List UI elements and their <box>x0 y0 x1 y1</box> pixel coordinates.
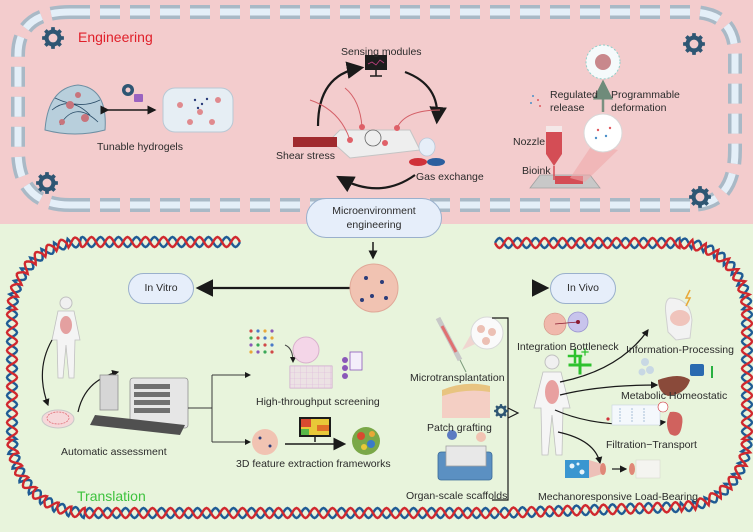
human-body-icon <box>51 296 81 379</box>
patient-body-icon <box>533 354 571 456</box>
high-throughput-screening-label: High-throughput screening <box>256 396 380 408</box>
sample-dot <box>256 336 260 340</box>
dna-strand <box>5 235 501 520</box>
sample-dot <box>270 343 274 347</box>
sample-dot <box>263 329 267 333</box>
tuning-gear-icon <box>122 84 143 102</box>
microenvironment-engineering-pill: Microenvironment engineering <box>306 198 442 238</box>
shear-stress-label: Shear stress <box>276 150 335 162</box>
sample-arrow <box>41 339 53 407</box>
small-gear-icon <box>494 404 508 418</box>
sample-dot <box>249 350 253 354</box>
programmable-deformation-label: Programmable deformation <box>611 89 680 114</box>
bioprinting-icon <box>529 44 623 189</box>
engineering-title: Engineering <box>78 29 153 45</box>
hydrogel-disc-icon <box>162 87 234 133</box>
gear-icon <box>36 172 58 194</box>
sample-dot <box>249 343 253 347</box>
liver-icon <box>638 358 713 396</box>
dna-strand <box>5 235 501 520</box>
feature-extraction-icon <box>252 417 380 455</box>
assay-arrow <box>77 369 120 413</box>
automatic-assessment-label: Automatic assessment <box>61 446 167 458</box>
sample-dot <box>263 350 267 354</box>
organ-scale-scaffolds-label: Organ-scale scaffolds <box>406 490 508 502</box>
sample-dot <box>256 350 260 354</box>
integration-cells-icon <box>543 311 589 336</box>
sample-dot <box>270 329 274 333</box>
sample-dot <box>263 343 267 347</box>
mechanoresponsive-load-bearing-label: Mechanoresponsive Load-Bearing <box>538 491 698 503</box>
3d-feature-extraction-label: 3D feature extraction frameworks <box>236 458 391 470</box>
gear-icon <box>689 186 711 208</box>
sample-dot <box>256 343 260 347</box>
metabolic-homeostatic-label: Metabolic Homeostatic <box>621 390 728 402</box>
in-vivo-pill: In Vivo <box>550 273 616 304</box>
patch-grafting-label: Patch grafting <box>427 422 492 434</box>
automation-machine-icon <box>90 374 189 435</box>
bracket <box>492 317 509 501</box>
microtransplantation-label: Microtransplantation <box>410 372 505 384</box>
to-brain-arrow <box>559 329 649 383</box>
filtration-transport-label: Filtration−Transport <box>606 439 697 451</box>
in-vitro-pill: In Vitro <box>128 273 194 304</box>
sample-dot <box>270 350 274 354</box>
plus-signs-icon <box>567 348 592 375</box>
sample-dot <box>249 336 253 340</box>
sample-dot <box>249 329 253 333</box>
dna-helix-border <box>5 235 753 520</box>
sample-dot <box>270 336 274 340</box>
integration-bottleneck-label: Integration Bottleneck <box>517 341 619 353</box>
to-liver-arrow <box>559 381 659 396</box>
dna-strand <box>493 236 753 519</box>
regulated-release-label: Regulated release <box>550 89 598 114</box>
kidney-filtration-icon <box>606 401 683 436</box>
gear-icons <box>36 27 711 208</box>
skin-patch-icon <box>442 383 490 418</box>
organoid-sphere-icon <box>349 263 399 313</box>
bracket-point <box>507 407 520 419</box>
sample-dot <box>263 336 267 340</box>
head-brain-icon <box>665 289 693 341</box>
dna-strand <box>493 236 753 520</box>
gear-icon <box>683 33 705 55</box>
sample-dot <box>256 329 260 333</box>
nozzle-label: Nozzle <box>513 136 546 148</box>
mechanoresponsive-icon <box>565 459 661 479</box>
organ-chip-cycle <box>293 55 447 193</box>
hts-plate-icon <box>249 329 363 389</box>
hydrogel-dome-icon <box>44 84 106 135</box>
tunable-hydrogels-label: Tunable hydrogels <box>97 141 183 153</box>
syringe-icon <box>435 316 504 373</box>
information-processing-label: Information-Processing <box>626 344 734 356</box>
gear-icon <box>42 27 64 49</box>
sensing-modules-label: Sensing modules <box>341 46 422 58</box>
scaffold-device-icon <box>437 430 493 481</box>
gear-icon <box>494 404 508 418</box>
to-tissue-arrow <box>557 431 603 465</box>
bioink-label: Bioink <box>522 165 551 177</box>
translation-title: Translation <box>77 488 146 504</box>
petri-dish-icon <box>41 409 75 429</box>
gas-exchange-label: Gas exchange <box>416 171 484 183</box>
